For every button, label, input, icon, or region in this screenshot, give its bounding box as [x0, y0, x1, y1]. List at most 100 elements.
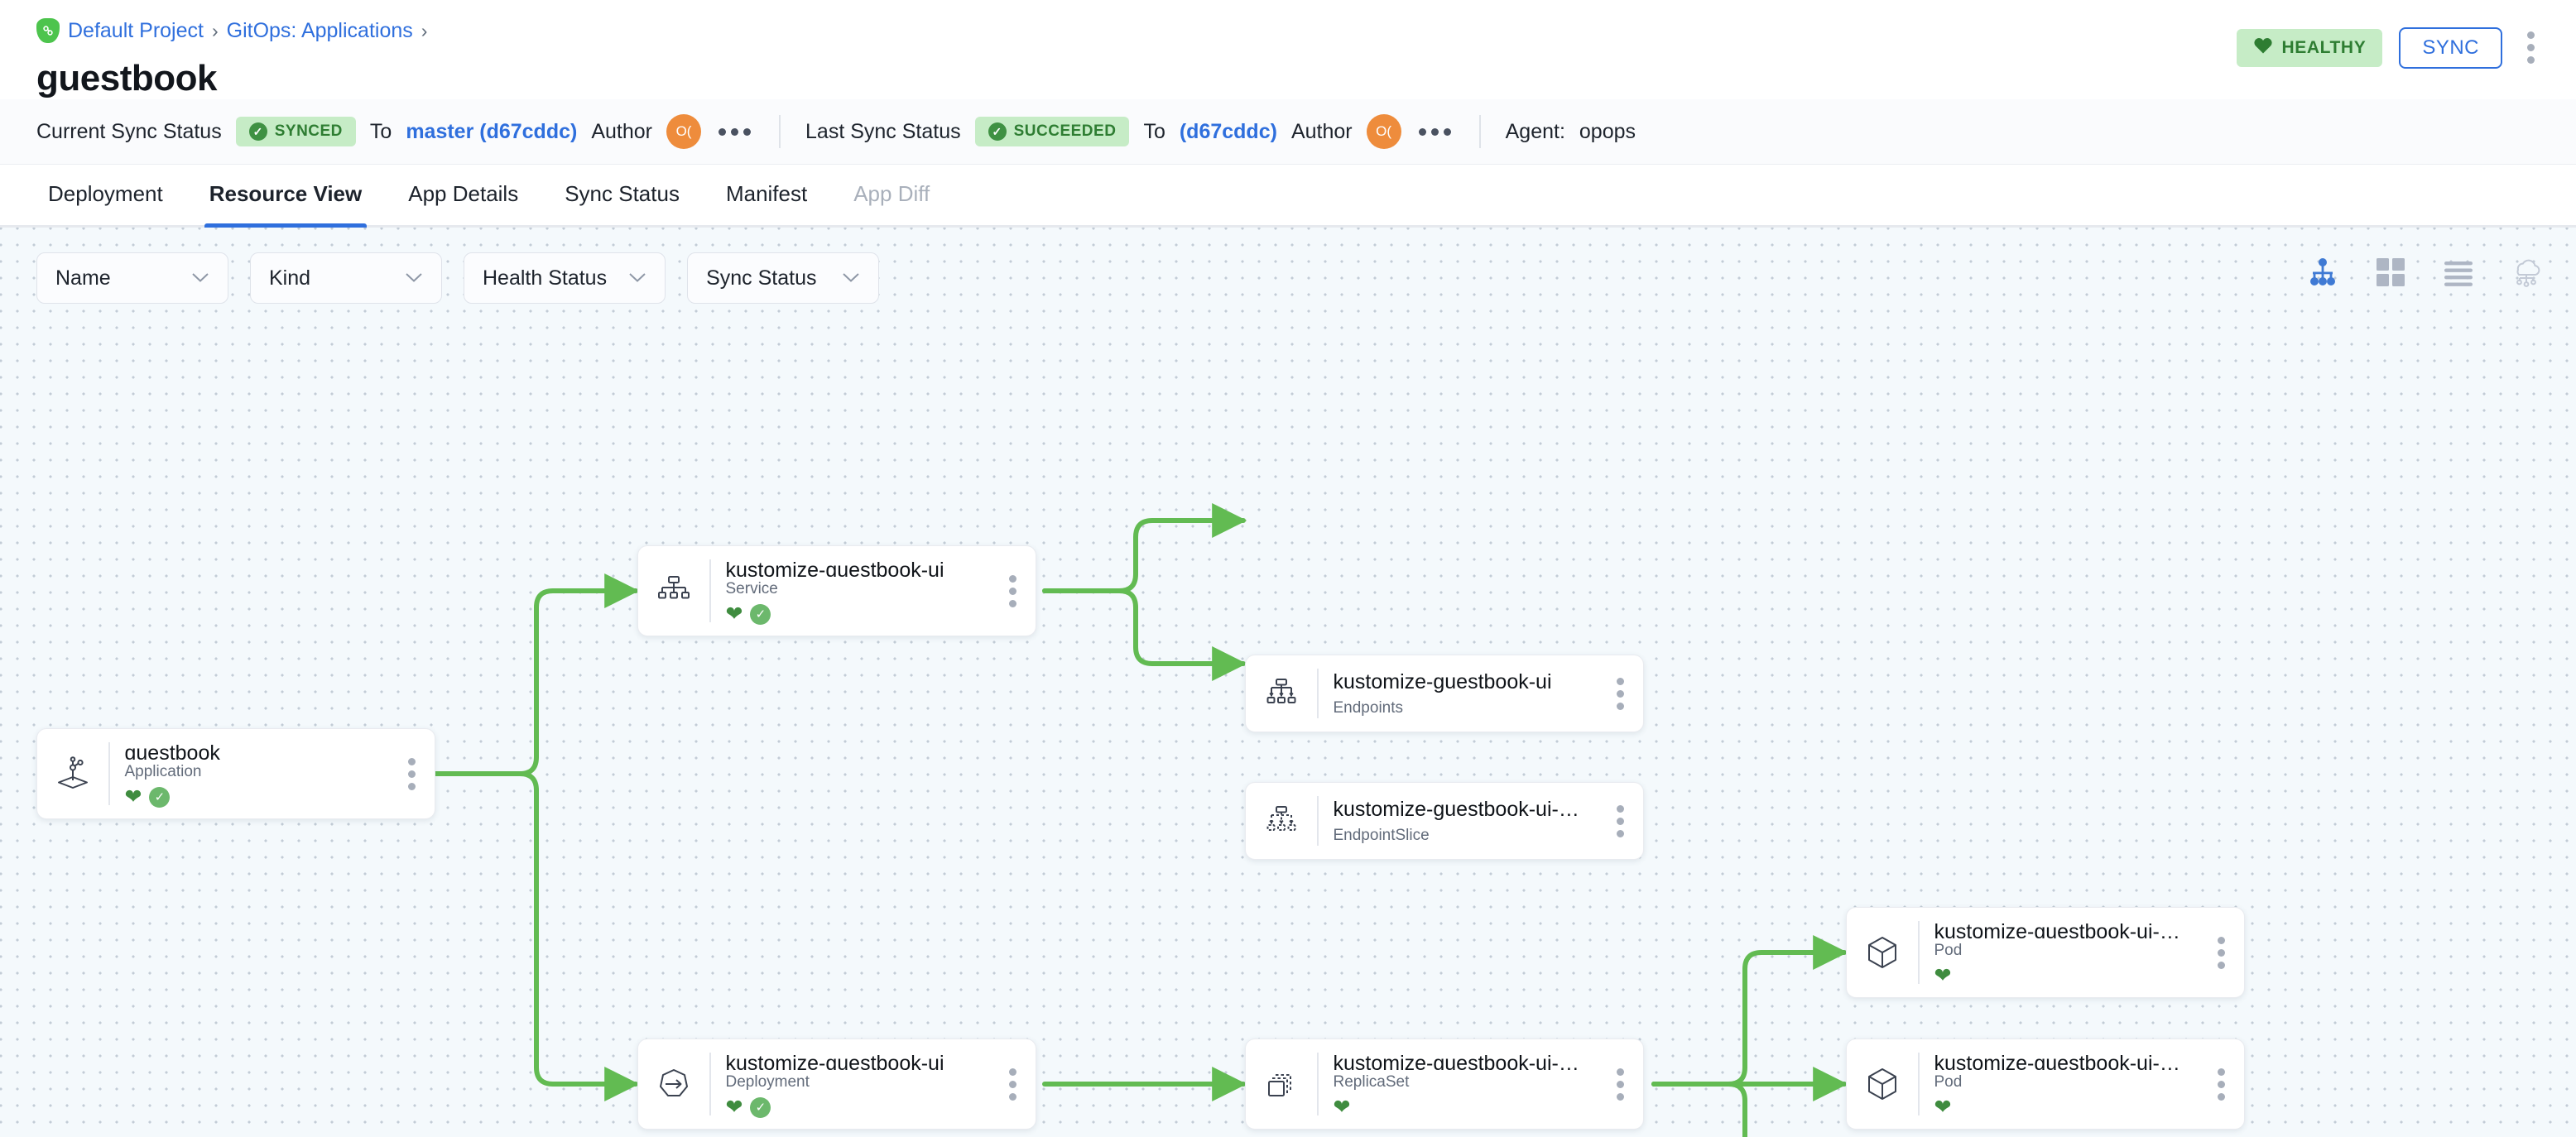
deployment-icon: [638, 1039, 709, 1129]
node-overflow-menu-icon[interactable]: [1597, 783, 1643, 859]
last-sync-status-group: Last Sync Status ✓ SUCCEEDED To (d67cddc…: [805, 114, 1454, 149]
filter-name[interactable]: Name: [36, 252, 228, 304]
sync-check-icon: ✓: [149, 786, 171, 808]
health-status-badge: HEALTHY: [2236, 28, 2383, 67]
graph-layer: guestbook Application ❤ ✓: [0, 228, 2576, 1137]
node-divider: [1317, 669, 1319, 718]
chevron-down-icon: [628, 269, 646, 288]
node-overflow-menu-icon[interactable]: [1597, 1039, 1643, 1129]
status-bar: Current Sync Status ✓ SYNCED To master (…: [0, 99, 2576, 165]
last-author-avatar[interactable]: O(: [1366, 114, 1401, 149]
node-badges: ❤: [1334, 1096, 1598, 1117]
status-divider-1: [779, 115, 781, 148]
current-sync-status-badge: ✓ SYNCED: [235, 117, 356, 146]
node-title: kustomize-guestbook-ui-…: [1934, 920, 2180, 938]
filter-health-status[interactable]: Health Status: [464, 252, 666, 304]
node-badges: ❤ ✓: [726, 1096, 990, 1118]
tab-manifest[interactable]: Manifest: [703, 181, 830, 225]
node-body: guestbook Application ❤ ✓: [110, 729, 389, 818]
node-kind: Deployment: [725, 1073, 810, 1091]
node-title: kustomize-guestbook-ui: [725, 1052, 944, 1070]
sync-button[interactable]: SYNC: [2399, 26, 2502, 69]
breadcrumb-separator-2: ›: [421, 19, 428, 41]
resource-graph-canvas[interactable]: Name Kind Health Status Sync Status: [0, 228, 2576, 1137]
graph-node-deployment[interactable]: kustomize-guestbook-ui Deployment ❤ ✓: [637, 1039, 1036, 1130]
node-badges: ❤: [1934, 1095, 2199, 1119]
chevron-down-icon: [842, 269, 860, 288]
heart-icon: [2253, 36, 2273, 60]
node-title: kustomize-guestbook-ui-…: [1934, 1052, 2180, 1070]
graph-node-application[interactable]: guestbook Application ❤ ✓: [36, 728, 435, 819]
check-circle-icon-2: ✓: [988, 122, 1007, 141]
current-sync-status-badge-label: SYNCED: [274, 122, 343, 140]
current-revision-link[interactable]: master (d67cddc): [406, 119, 578, 143]
network-view-icon[interactable]: [2510, 256, 2543, 289]
app-overflow-menu-icon[interactable]: [2519, 26, 2543, 69]
graph-node-service[interactable]: kustomize-guestbook-ui Service ❤ ✓: [637, 545, 1036, 636]
filter-sync-status[interactable]: Sync Status: [687, 252, 880, 304]
node-badges: ❤ ✓: [124, 784, 389, 808]
project-logo-icon: [36, 18, 60, 43]
tab-sync-status[interactable]: Sync Status: [541, 181, 703, 225]
node-divider: [1918, 1053, 1920, 1115]
node-overflow-menu-icon[interactable]: [388, 729, 435, 818]
node-kind: Service: [725, 580, 778, 597]
node-divider: [1918, 921, 1920, 984]
health-heart-icon: ❤: [124, 784, 142, 808]
graph-node-replicaset[interactable]: kustomize-guestbook-ui-… ReplicaSet ❤: [1245, 1039, 1644, 1130]
breadcrumb-item-default-project[interactable]: Default Project: [68, 18, 204, 42]
current-author-avatar[interactable]: O(: [666, 114, 702, 149]
last-sync-status-badge: ✓ SUCCEEDED: [974, 117, 1130, 146]
endpointslice-icon: [1246, 783, 1317, 859]
health-heart-icon: ❤: [1934, 963, 1952, 987]
graph-node-pod-1[interactable]: kustomize-guestbook-ui-… Pod ❤: [1846, 907, 2245, 998]
tree-view-icon[interactable]: [2306, 256, 2339, 289]
check-circle-icon: ✓: [248, 122, 267, 141]
node-overflow-menu-icon[interactable]: [989, 1039, 1036, 1129]
node-overflow-menu-icon[interactable]: [2198, 1039, 2244, 1129]
tab-deployment[interactable]: Deployment: [25, 181, 186, 225]
breadcrumb-item-gitops-applications[interactable]: GitOps: Applications: [226, 18, 413, 42]
graph-node-pod-2[interactable]: kustomize-guestbook-ui-… Pod ❤: [1846, 1039, 2245, 1130]
node-kind: Pod: [1934, 1073, 1963, 1091]
filter-health-status-label: Health Status: [483, 266, 608, 290]
node-body: kustomize-guestbook-ui Endpoints: [1319, 655, 1598, 732]
service-icon: [638, 546, 709, 636]
graph-node-endpoints[interactable]: kustomize-guestbook-ui Endpoints: [1245, 655, 1644, 732]
node-divider: [709, 1053, 711, 1115]
sync-check-icon: ✓: [750, 1096, 771, 1118]
view-mode-switcher: [2306, 256, 2543, 289]
node-divider: [709, 559, 711, 622]
health-heart-icon: ❤: [1934, 1095, 1952, 1119]
last-sync-status-badge-label: SUCCEEDED: [1013, 122, 1117, 140]
application-icon: [37, 729, 108, 818]
list-view-icon[interactable]: [2442, 256, 2475, 289]
node-kind: Endpoints: [1333, 698, 1404, 717]
node-overflow-menu-icon[interactable]: [1597, 655, 1643, 732]
node-title: guestbook: [124, 741, 220, 760]
tab-resource-view[interactable]: Resource View: [186, 181, 386, 228]
last-author-label: Author: [1290, 119, 1353, 143]
tab-app-details[interactable]: App Details: [385, 181, 541, 225]
node-overflow-menu-icon[interactable]: [2198, 908, 2244, 997]
filter-kind[interactable]: Kind: [250, 252, 442, 304]
node-body: kustomize-guestbook-ui Deployment ❤ ✓: [711, 1039, 990, 1129]
current-author-label: Author: [591, 119, 653, 143]
grid-view-icon[interactable]: [2374, 256, 2407, 289]
breadcrumb: Default Project › GitOps: Applications ›: [36, 18, 2540, 43]
sync-check-icon: ✓: [750, 603, 771, 625]
node-overflow-menu-icon[interactable]: [989, 546, 1036, 636]
node-divider: [1317, 796, 1319, 846]
node-body: kustomize-guestbook-ui-… Pod ❤: [1920, 1039, 2199, 1129]
graph-node-endpointslice[interactable]: kustomize-guestbook-ui-… EndpointSlice: [1245, 782, 1644, 860]
node-kind: ReplicaSet: [1333, 1073, 1410, 1091]
agent-value: opops: [1579, 119, 1636, 143]
node-divider: [1317, 1053, 1319, 1115]
filter-bar: Name Kind Health Status Sync Status: [36, 252, 880, 304]
replicaset-icon: [1246, 1039, 1317, 1129]
node-title: kustomize-guestbook-ui: [1333, 670, 1552, 694]
last-sync-status-label: Last Sync Status: [805, 119, 961, 143]
current-sync-overflow-icon[interactable]: [715, 122, 754, 142]
last-revision-link[interactable]: (d67cddc): [1179, 119, 1277, 143]
last-sync-overflow-icon[interactable]: [1415, 122, 1454, 142]
